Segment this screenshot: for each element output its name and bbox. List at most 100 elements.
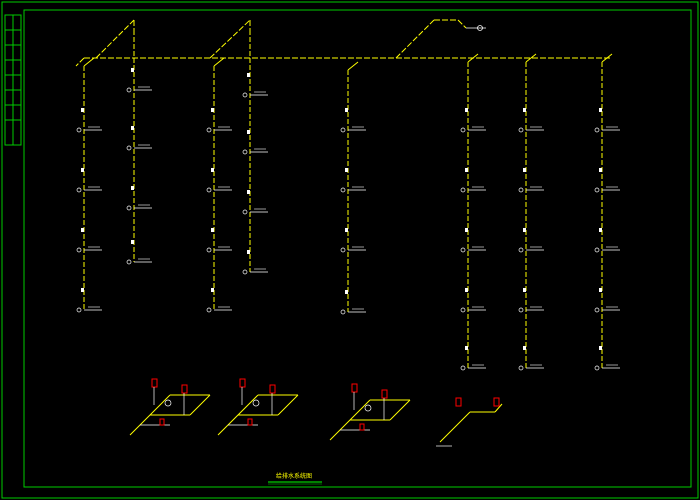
- valve-mark: [345, 108, 348, 112]
- riser-top-offset: [213, 57, 225, 67]
- drawing-title: 给排水系统图: [276, 472, 312, 480]
- riser: [594, 53, 620, 371]
- fixture-symbol: [518, 187, 524, 193]
- fixture-symbol: [340, 127, 346, 133]
- valve-mark: [131, 186, 134, 190]
- isometric-details: [129, 378, 503, 447]
- valve-mark: [211, 168, 214, 172]
- fixture-symbol: [518, 365, 524, 371]
- fixture-symbol: [206, 127, 212, 133]
- valve-mark: [131, 68, 134, 72]
- iso-pipe: [389, 399, 411, 421]
- iso-valve: [239, 378, 246, 388]
- fixture-symbol: [460, 127, 466, 133]
- valve-mark: [599, 108, 602, 112]
- iso-valve: [247, 418, 253, 426]
- fixture-symbol: [206, 187, 212, 193]
- fixture-symbol: [340, 187, 346, 193]
- diagonal-feeders: [95, 19, 251, 59]
- valve-mark: [599, 288, 602, 292]
- valve-mark: [345, 168, 348, 172]
- iso-fixture: [164, 399, 172, 407]
- valve-mark: [599, 168, 602, 172]
- riser: [340, 61, 366, 315]
- valve-mark: [523, 168, 526, 172]
- valve-mark: [523, 346, 526, 350]
- valve-mark: [211, 288, 214, 292]
- fixture-symbol: [594, 247, 600, 253]
- fixture-symbol: [206, 247, 212, 253]
- fixture-symbol: [518, 127, 524, 133]
- valve-mark: [81, 228, 84, 232]
- isometric-detail: [129, 378, 211, 436]
- iso-fixture: [364, 404, 372, 412]
- riser-group: [76, 30, 620, 371]
- iso-valve: [181, 384, 188, 394]
- riser: [242, 30, 268, 275]
- valve-mark: [131, 240, 134, 244]
- fixture-symbol: [594, 365, 600, 371]
- iso-fixture: [252, 399, 260, 407]
- fixture-symbol: [242, 209, 248, 215]
- iso-pipe: [189, 394, 211, 416]
- fixture-symbol: [594, 127, 600, 133]
- valve-mark: [247, 73, 250, 77]
- fixture-symbol: [76, 187, 82, 193]
- fixture-symbol: [242, 92, 248, 98]
- valve-mark: [465, 108, 468, 112]
- valve-mark: [465, 228, 468, 232]
- iso-valve: [455, 397, 462, 407]
- isometric-detail: [329, 383, 411, 441]
- inner-frame: [23, 9, 692, 488]
- iso-valve: [151, 378, 158, 388]
- fixture-symbol: [126, 87, 132, 93]
- valve-mark: [465, 288, 468, 292]
- fixture-symbol: [460, 247, 466, 253]
- riser-top-offset: [467, 53, 479, 63]
- valve-mark: [81, 288, 84, 292]
- fixture-symbol: [460, 365, 466, 371]
- valve-mark: [247, 190, 250, 194]
- iso-valve: [351, 383, 358, 393]
- fixture-symbol: [76, 127, 82, 133]
- valve-mark: [523, 288, 526, 292]
- riser-top-offset: [525, 53, 537, 63]
- valve-mark: [523, 108, 526, 112]
- valve-mark: [81, 168, 84, 172]
- valve-mark: [465, 346, 468, 350]
- iso-valve: [159, 418, 165, 426]
- riser: [206, 57, 232, 313]
- iso-valve: [493, 397, 500, 407]
- valve-mark: [247, 130, 250, 134]
- fixture-symbol: [126, 205, 132, 211]
- fixture-symbol: [594, 187, 600, 193]
- inlet-marker: [466, 25, 486, 31]
- valve-mark: [599, 346, 602, 350]
- fixture-symbol: [242, 149, 248, 155]
- binding-strip: [4, 14, 22, 146]
- valve-mark: [131, 126, 134, 130]
- fixture-symbol: [76, 307, 82, 313]
- riser-top-offset: [347, 61, 359, 71]
- fixture-symbol: [206, 307, 212, 313]
- riser: [460, 53, 486, 371]
- isometric-detail: [436, 397, 503, 447]
- fixture-symbol: [340, 309, 346, 315]
- fixture-symbol: [340, 247, 346, 253]
- isometric-detail: [217, 378, 299, 436]
- fixture-symbol: [76, 247, 82, 253]
- iso-pipe: [277, 394, 299, 416]
- valve-mark: [81, 108, 84, 112]
- valve-mark: [523, 228, 526, 232]
- main-header-pipe: [75, 19, 612, 67]
- iso-valve: [269, 384, 276, 394]
- valve-mark: [211, 108, 214, 112]
- valve-mark: [345, 290, 348, 294]
- fixture-symbol: [518, 247, 524, 253]
- valve-mark: [465, 168, 468, 172]
- fixture-symbol: [126, 259, 132, 265]
- fixture-symbol: [126, 145, 132, 151]
- fixture-symbol: [460, 187, 466, 193]
